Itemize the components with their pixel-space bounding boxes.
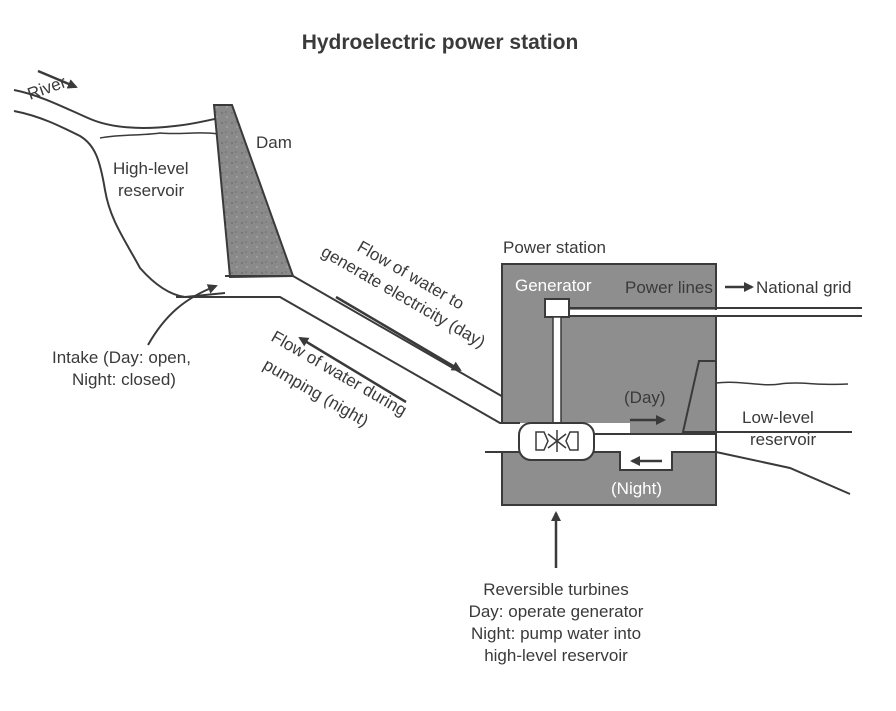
power-station-building (501, 263, 717, 506)
intake-label-line2: Night: closed) (72, 370, 176, 389)
turbine-shaft (552, 316, 562, 426)
turbines-label-line1: Reversible turbines (483, 580, 629, 599)
outlet-pipe-fill (595, 435, 715, 451)
night-label: (Night) (611, 479, 662, 498)
power-line-gap (570, 310, 862, 315)
flow-generate-arrow (335, 295, 462, 372)
turbine-blades-outer (535, 431, 579, 451)
dam-label: Dam (256, 133, 292, 152)
turbines-label-line4: high-level reservoir (484, 646, 628, 665)
reservoir-bed (13, 110, 226, 299)
reservoir-water-surface (99, 132, 219, 139)
dam (212, 104, 295, 279)
high-reservoir-label-line1: High-level (113, 159, 189, 178)
low-reservoir-label-line1: Low-level (742, 408, 814, 427)
day-label: (Day) (624, 388, 666, 407)
generator-box (505, 272, 607, 298)
intake-label-line1: Intake (Day: open, (52, 348, 191, 367)
low-reservoir-water-surface (715, 381, 849, 386)
river-upper-bank (13, 89, 221, 129)
power-station-label: Power station (503, 238, 606, 257)
turbines-label-line2: Day: operate generator (469, 602, 644, 621)
turbines-label-line3: Night: pump water into (471, 624, 641, 643)
outlet-pipe-lower (594, 451, 716, 471)
river-flow-arrow (37, 69, 78, 89)
flow-pumping-arrow (298, 336, 407, 404)
national-grid-label: National grid (756, 278, 851, 297)
power-lines-label: Power lines (625, 278, 713, 297)
diagram-title: Hydroelectric power station (302, 31, 579, 54)
high-reservoir-label-line2: reservoir (118, 181, 184, 200)
generator-coupling (544, 298, 570, 318)
generator-label: Generator (515, 276, 592, 295)
low-reservoir-label-line2: reservoir (750, 430, 816, 449)
low-reservoir-bed (715, 451, 851, 495)
intake-arrow (147, 284, 218, 346)
